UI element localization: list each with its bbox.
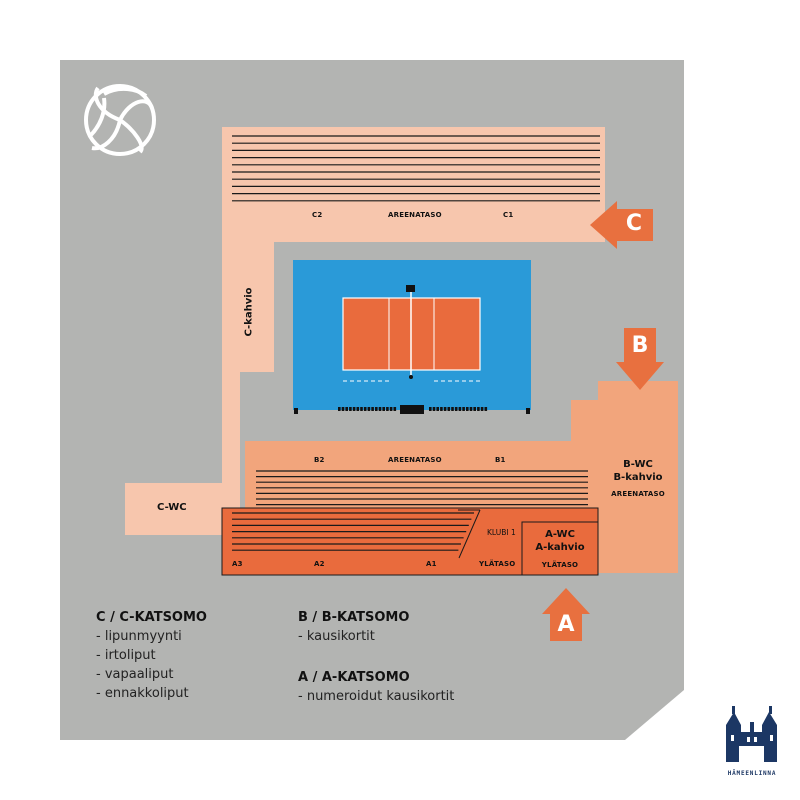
b-areenataso-label: AREENATASO [388, 456, 442, 464]
a-stand[interactable] [221, 507, 599, 576]
bench-seat [429, 407, 432, 411]
b-kahvio-label: B-kahvio [613, 472, 663, 483]
bench-seat [345, 407, 348, 411]
entrance-c-letter[interactable]: C [625, 211, 643, 236]
bench-seat [371, 407, 374, 411]
b2-label: B2 [314, 456, 325, 464]
hameenlinna-logo [726, 706, 777, 762]
bench-seat [378, 407, 382, 411]
legend-a-title: A / A-KATSOMO [298, 670, 410, 685]
c1-label: C1 [503, 211, 514, 219]
bench-seat [356, 407, 360, 411]
a1-label: A1 [426, 560, 437, 568]
c2-label: C2 [312, 211, 323, 219]
bench-seat [386, 407, 389, 411]
bench-seat [393, 407, 397, 411]
entrance-b-arrow[interactable] [616, 328, 664, 390]
a-wc-label: A-WC [545, 529, 575, 540]
bench-seat [466, 407, 469, 411]
b-box-areenataso-label: AREENATASO [611, 490, 665, 498]
legend-b-title: B / B-KATSOMO [298, 610, 410, 625]
bench-seat [458, 407, 462, 411]
legend-a-item: numeroidut kausikortit [298, 687, 455, 706]
a-ylataso-label: YLÄTASO [479, 560, 516, 568]
bench-seat [432, 407, 436, 411]
bench-seat [367, 407, 371, 411]
entrance-a-arrow[interactable] [542, 588, 590, 641]
bench-seat [352, 407, 356, 411]
entrance-c-arrow[interactable] [590, 201, 653, 249]
klubi-1-label: KLUBI 1 [487, 528, 516, 537]
volleyball-icon [84, 84, 156, 156]
c-areenataso-label: AREENATASO [388, 211, 442, 219]
bench-seat [341, 407, 345, 411]
a-kahvio-label: A-kahvio [535, 542, 585, 553]
a2-label: A2 [314, 560, 325, 568]
a3-label: A3 [232, 560, 243, 568]
entrance-b-letter[interactable]: B [631, 333, 649, 358]
bench-seat [389, 407, 393, 411]
bench-seat [443, 407, 447, 411]
logo-corner [625, 690, 684, 740]
bench-seat [454, 407, 458, 411]
legend-b: B / B-KATSOMO kausikortit [298, 610, 409, 646]
b-stand[interactable] [245, 381, 678, 573]
legend-c: C / C-KATSOMO lipunmyynti irtoliput vapa… [96, 610, 207, 703]
b-wc-label: B-WC [623, 459, 653, 470]
bench-seat [375, 407, 378, 411]
bench-seat [338, 407, 341, 411]
bench-seat [477, 407, 480, 411]
legend-c-title: C / C-KATSOMO [96, 610, 207, 625]
b1-label: B1 [495, 456, 506, 464]
logo-text: HÄMEENLINNA [727, 770, 777, 777]
entrance-a-letter[interactable]: A [557, 612, 575, 637]
bench-seat [349, 407, 352, 411]
c-wc-area[interactable] [125, 483, 240, 535]
bench-seat [440, 407, 443, 411]
bench-seat [469, 407, 473, 411]
bench-seat [363, 407, 367, 411]
legend-c-item: vapaaliput [96, 665, 207, 684]
bench-seat [447, 407, 451, 411]
volleyball-court [293, 260, 531, 414]
legend-c-item: ennakkoliput [96, 684, 207, 703]
legend-c-item: irtoliput [96, 646, 207, 665]
c-stand[interactable] [222, 127, 605, 550]
bench-seat [436, 407, 439, 411]
bench-seat [473, 407, 476, 411]
bench-seat [462, 407, 465, 411]
legend-c-item: lipunmyynti [96, 627, 207, 646]
c-wc-label: C-WC [157, 502, 187, 513]
c-kahvio-label: C-kahvio [243, 287, 255, 337]
bench-seat [451, 407, 454, 411]
bench-seat [382, 407, 385, 411]
legend-b-item: kausikortit [298, 627, 409, 646]
bench-seat [360, 407, 363, 411]
bench-seat [484, 407, 488, 411]
legend-a: A / A-KATSOMO numeroidut kausikortit [298, 670, 454, 706]
bench-seat [480, 407, 484, 411]
a-box-ylataso-label: YLÄTASO [541, 561, 579, 569]
